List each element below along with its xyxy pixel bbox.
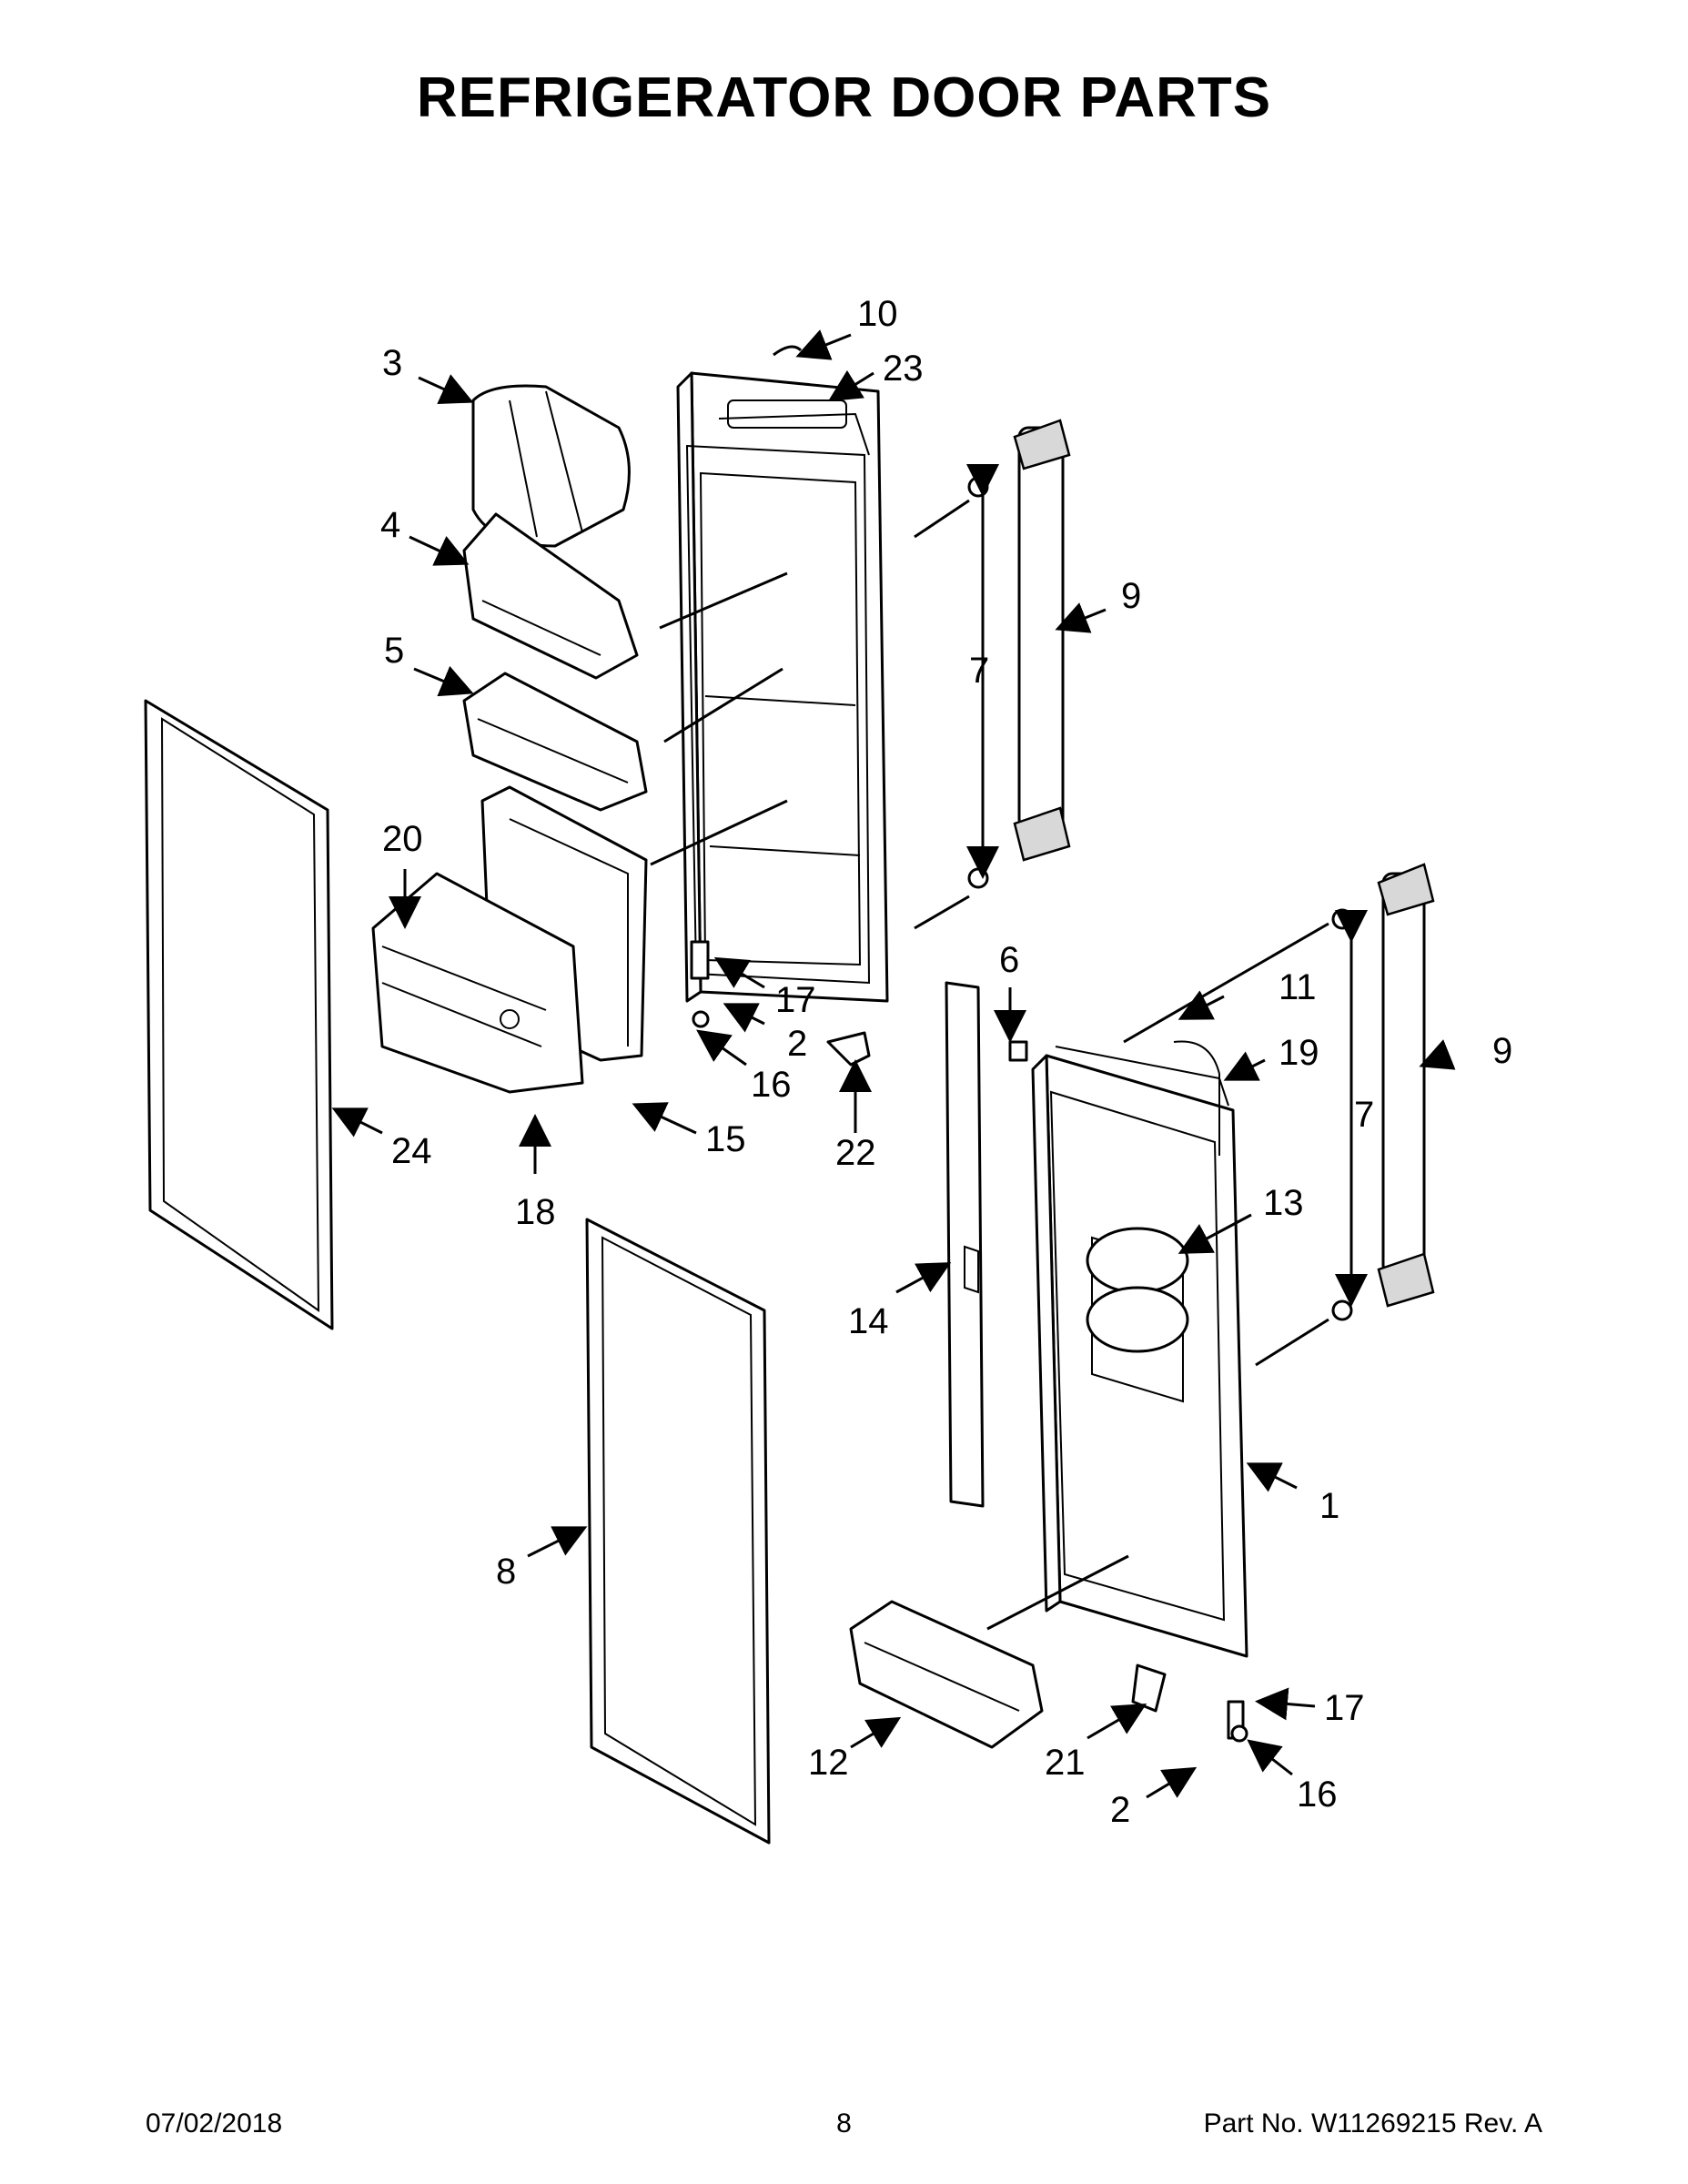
callout-10: 10 bbox=[857, 294, 898, 334]
callout-14: 14 bbox=[848, 1301, 889, 1341]
dispenser-door-liner bbox=[1031, 1046, 1248, 1658]
callout-13: 13 bbox=[1263, 1183, 1304, 1223]
callout-19: 19 bbox=[1279, 1033, 1319, 1073]
upper-door-liner bbox=[676, 371, 889, 1003]
footer-part-number: Part No. W11269215 Rev. A bbox=[1203, 2108, 1542, 2138]
callout-18: 18 bbox=[515, 1192, 556, 1232]
hinge-support bbox=[945, 981, 985, 1508]
callout-4: 4 bbox=[380, 505, 400, 545]
callout-21: 21 bbox=[1045, 1743, 1086, 1783]
callout-9-lower: 9 bbox=[1492, 1031, 1512, 1071]
callout-24: 24 bbox=[391, 1131, 432, 1171]
callout-2-lower: 2 bbox=[1110, 1790, 1130, 1830]
callout-7-upper: 7 bbox=[969, 651, 989, 691]
callout-3: 3 bbox=[382, 343, 402, 383]
upper-door-gasket bbox=[144, 699, 334, 1330]
callout-2-upper: 2 bbox=[787, 1024, 807, 1064]
door-bin-5 bbox=[462, 672, 648, 812]
callout-9-upper: 9 bbox=[1121, 576, 1141, 616]
callout-20: 20 bbox=[382, 819, 423, 859]
page-title: REFRIGERATOR DOOR PARTS bbox=[416, 66, 1272, 129]
callout-6: 6 bbox=[999, 940, 1019, 980]
callout-15: 15 bbox=[705, 1119, 746, 1159]
ice-bin-front bbox=[371, 872, 584, 1094]
callout-11: 11 bbox=[1279, 967, 1317, 1007]
callout-numbers: 10 23 3 4 5 9 7 20 6 11 19 9 7 17 2 16 2… bbox=[380, 294, 1512, 1830]
callout-16-lower: 16 bbox=[1297, 1774, 1338, 1815]
callout-8: 8 bbox=[496, 1552, 516, 1592]
callout-12: 12 bbox=[808, 1743, 849, 1783]
door-bin-12 bbox=[849, 1600, 1044, 1749]
callout-7-lower: 7 bbox=[1354, 1095, 1374, 1135]
footer-page-number: 8 bbox=[836, 2108, 852, 2138]
lower-door-gasket bbox=[585, 1218, 771, 1845]
callout-16-upper: 16 bbox=[751, 1065, 792, 1105]
footer-date: 07/02/2018 bbox=[146, 2108, 283, 2138]
callout-leaders bbox=[331, 329, 1456, 1799]
callout-17-upper: 17 bbox=[775, 980, 816, 1020]
callout-22: 22 bbox=[835, 1133, 876, 1173]
dispenser-door-handle bbox=[1331, 863, 1435, 1321]
assembly-lines bbox=[650, 464, 1368, 1631]
door-bin-4 bbox=[462, 512, 639, 680]
callout-23: 23 bbox=[883, 349, 924, 389]
callout-5: 5 bbox=[384, 631, 404, 671]
callout-1: 1 bbox=[1319, 1486, 1339, 1526]
callout-17-lower: 17 bbox=[1324, 1688, 1365, 1728]
